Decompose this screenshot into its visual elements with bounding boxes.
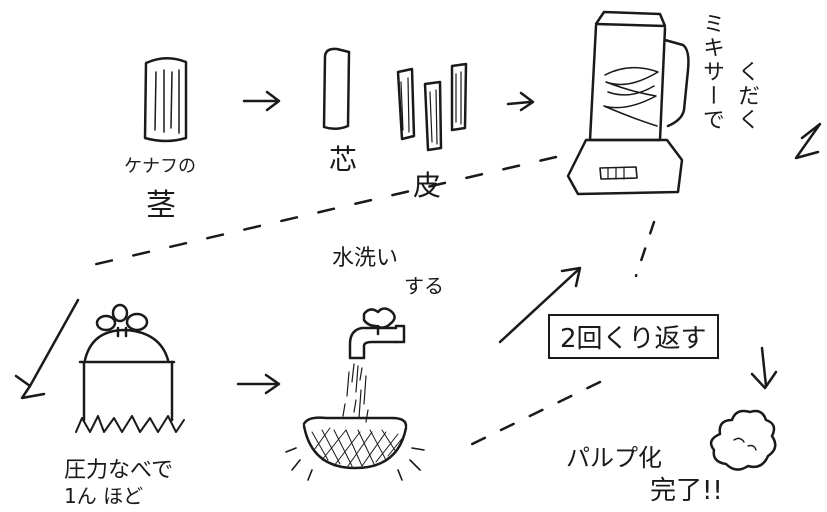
flow-dashed-line bbox=[86, 155, 558, 268]
flow-dashed-line bbox=[634, 220, 656, 278]
flow-dashed-line bbox=[466, 380, 602, 448]
core-icon bbox=[322, 47, 351, 130]
bowl-icon bbox=[285, 416, 425, 481]
kenaf-label: ケナフの bbox=[124, 156, 196, 177]
arrow-right-icon bbox=[236, 373, 281, 395]
arrow-down-right-icon bbox=[794, 122, 822, 160]
kenaf-stem-icon bbox=[143, 57, 188, 143]
arrow-right-icon bbox=[242, 90, 281, 112]
pot-label-line1: 圧力なべで bbox=[64, 458, 174, 483]
bark-strips-icon bbox=[396, 62, 468, 152]
bark-label: 皮 bbox=[413, 169, 442, 202]
stem-label: 茎 bbox=[146, 188, 176, 223]
wash-label-line2: する bbox=[404, 274, 444, 298]
repeat-box: 2回くり返す bbox=[548, 314, 719, 359]
core-label: 芯 bbox=[329, 143, 358, 176]
arrow-down-left-icon bbox=[14, 298, 80, 400]
faucet-icon bbox=[348, 307, 406, 360]
pulp-icon bbox=[709, 409, 777, 471]
water-stream-icon bbox=[342, 363, 369, 423]
mixer-label-line1: ミキサーで bbox=[699, 12, 724, 132]
mixer-icon bbox=[566, 10, 690, 196]
arrow-up-right-icon bbox=[498, 266, 582, 344]
pulp-label-line2: 完了!! bbox=[650, 476, 723, 506]
mixer-label-line2: くだく bbox=[734, 60, 759, 132]
pulp-label-line1: パルプ化 bbox=[566, 444, 662, 472]
pot-label-line2: 1ん ほど bbox=[64, 484, 144, 508]
wash-label-line1: 水洗い bbox=[332, 246, 399, 271]
arrow-right-icon bbox=[506, 91, 535, 112]
pressure-cooker-icon bbox=[75, 303, 185, 433]
arrow-down-icon bbox=[750, 346, 778, 390]
